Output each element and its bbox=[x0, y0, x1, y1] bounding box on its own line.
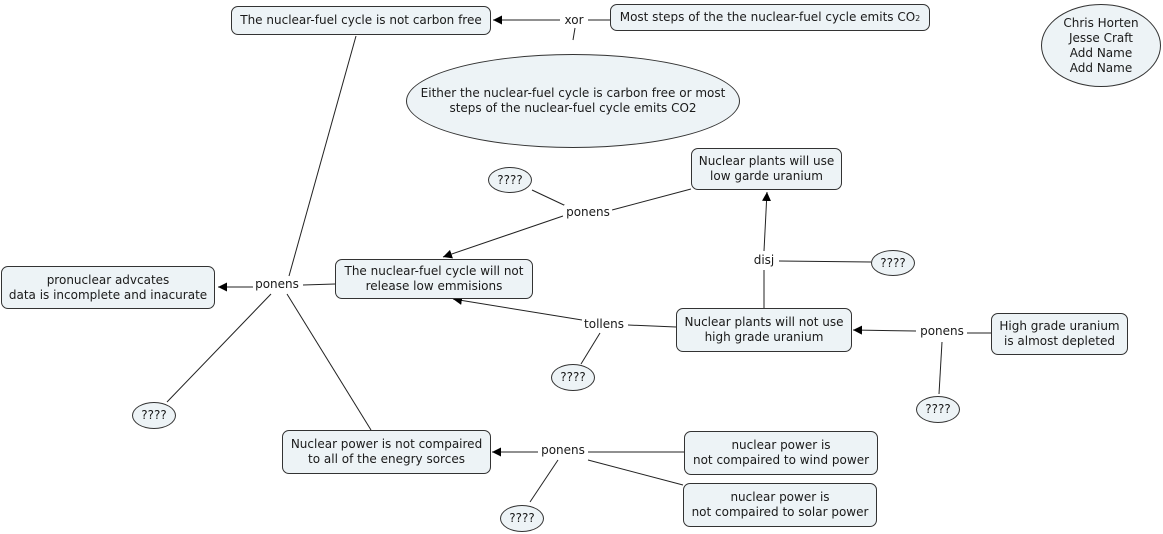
authors-list[interactable]: Chris Horten Jesse Craft Add Name Add Na… bbox=[1041, 4, 1161, 87]
edge-not-carbon-free-to-ponens bbox=[288, 35, 357, 277]
edge-disj-to-low-grade bbox=[762, 191, 772, 252]
unknown-node[interactable]: ???? bbox=[500, 505, 544, 532]
edge-low-grade-to-ponens bbox=[611, 188, 692, 211]
concept-label: to all of the enegry sorces bbox=[308, 452, 465, 466]
concept-label: nuclear power is bbox=[730, 490, 830, 504]
unknown-node[interactable]: ???? bbox=[916, 396, 960, 423]
concept-not-compared-wind[interactable]: nuclear power is not compaired to wind p… bbox=[684, 431, 878, 475]
unknown-node[interactable]: ???? bbox=[132, 402, 176, 429]
edge-ponens-to-not-high-grade bbox=[852, 325, 917, 335]
author-name: Chris Horten bbox=[1063, 15, 1139, 30]
unknown-node[interactable]: ???? bbox=[871, 250, 915, 276]
concept-label: release low emmisions bbox=[365, 279, 503, 293]
edge-not-release-to-ponens bbox=[302, 283, 336, 286]
concept-label: not compaired to wind power bbox=[692, 453, 870, 467]
concept-either-or[interactable]: Either the nuclear-fuel cycle is carbon … bbox=[406, 54, 740, 148]
unknown-node[interactable]: ???? bbox=[551, 364, 595, 391]
edge-ponens-to-unknown bbox=[166, 293, 272, 403]
concept-label: is almost depleted bbox=[1004, 334, 1115, 348]
link-ponens-top[interactable]: ponens bbox=[564, 205, 612, 219]
edge-not-high-grade-to-tollens bbox=[627, 324, 677, 328]
concept-label: Nuclear plants will use bbox=[698, 154, 835, 168]
concept-most-steps-emit[interactable]: Most steps of the the nuclear-fuel cycle… bbox=[610, 4, 930, 31]
concept-label: Nuclear plants will not use bbox=[684, 315, 844, 329]
concept-label: Either the nuclear-fuel cycle is carbon … bbox=[420, 86, 726, 100]
edge-disj-to-unknown bbox=[778, 260, 872, 263]
concept-label: pronuclear advcates bbox=[46, 272, 170, 287]
link-xor[interactable]: xor bbox=[562, 13, 586, 27]
concept-low-grade-uranium[interactable]: Nuclear plants will use low garde uraniu… bbox=[691, 148, 842, 190]
edge-unknown-to-ponens bbox=[531, 189, 567, 207]
concept-label: data is incomplete and inacurate bbox=[8, 287, 208, 302]
concept-not-compared-all-sources[interactable]: Nuclear power is not compaired to all of… bbox=[282, 430, 491, 474]
concept-label: steps of the nuclear-fuel cycle emits CO… bbox=[449, 101, 697, 115]
unknown-label: ???? bbox=[497, 172, 523, 187]
author-name: Add Name bbox=[1069, 60, 1133, 75]
concept-pronuclear-advocates[interactable]: pronuclear advcates data is incomplete a… bbox=[1, 266, 215, 309]
concept-label: nuclear power is bbox=[731, 438, 831, 452]
edge-tollens-to-unknown bbox=[580, 332, 601, 365]
concept-label: High grade uranium bbox=[999, 319, 1120, 333]
link-ponens-left[interactable]: ponens bbox=[253, 277, 301, 291]
unknown-node[interactable]: ???? bbox=[488, 167, 532, 193]
concept-label: Nuclear power is not compaired bbox=[290, 437, 483, 451]
author-name: Jesse Craft bbox=[1068, 30, 1133, 45]
link-ponens-right[interactable]: ponens bbox=[918, 324, 966, 338]
link-disj[interactable]: disj bbox=[751, 253, 777, 267]
edge-solar-to-ponens bbox=[587, 459, 684, 486]
unknown-label: ???? bbox=[880, 255, 906, 270]
unknown-label: ???? bbox=[560, 370, 586, 384]
edge-ponens-to-unknown-bottom bbox=[529, 459, 559, 503]
edge-tollens-to-not-release bbox=[452, 296, 583, 321]
concept-label: not compaired to solar power bbox=[691, 505, 869, 519]
concept-label: The nuclear-fuel cycle will not bbox=[344, 264, 524, 278]
concept-high-grade-depleted[interactable]: High grade uranium is almost depleted bbox=[991, 313, 1128, 355]
link-tollens[interactable]: tollens bbox=[582, 317, 626, 331]
unknown-label: ???? bbox=[141, 408, 167, 422]
edge-ponens-to-not-compared-all bbox=[286, 293, 372, 431]
concept-label: low garde uranium bbox=[710, 169, 823, 183]
unknown-label: ???? bbox=[925, 402, 951, 416]
concept-not-compared-solar[interactable]: nuclear power is not compaired to solar … bbox=[683, 483, 877, 527]
edge-ponens-to-unknown-right bbox=[938, 341, 943, 395]
concept-not-high-grade-uranium[interactable]: Nuclear plants will not use high grade u… bbox=[676, 308, 852, 352]
concept-label: The nuclear-fuel cycle is not carbon fre… bbox=[240, 13, 482, 27]
unknown-label: ???? bbox=[509, 511, 535, 525]
concept-not-release-low-emissions[interactable]: The nuclear-fuel cycle will not release … bbox=[335, 259, 533, 299]
concept-label: Most steps of the the nuclear-fuel cycle… bbox=[619, 9, 921, 24]
concept-label: high grade uranium bbox=[704, 330, 824, 344]
author-name: Add Name bbox=[1069, 45, 1133, 60]
edge-xor-to-either-or bbox=[572, 27, 576, 41]
link-ponens-bottom[interactable]: ponens bbox=[539, 443, 587, 457]
edge-ponens-to-not-release bbox=[442, 215, 564, 259]
concept-not-carbon-free[interactable]: The nuclear-fuel cycle is not carbon fre… bbox=[231, 6, 491, 35]
